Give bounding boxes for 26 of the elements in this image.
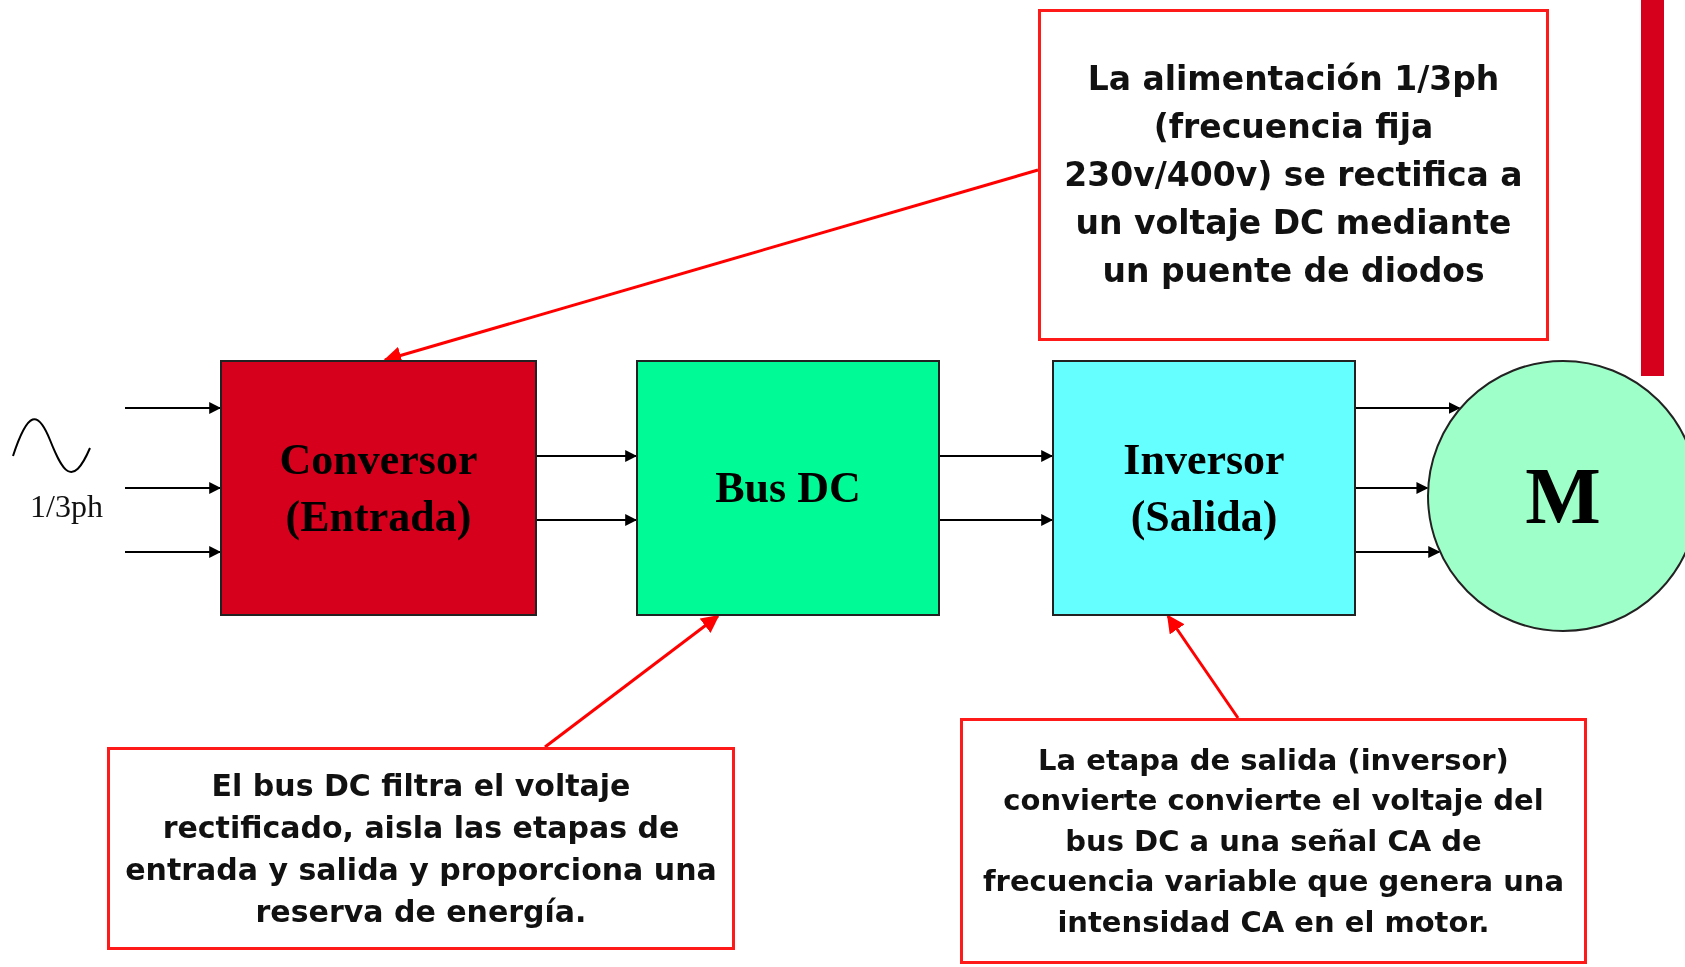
leader-line [1166,614,1240,719]
arrow [939,514,1054,526]
inverter-block [1052,360,1356,616]
arrow [536,450,638,462]
arrow [124,482,222,494]
block-label: M [1525,451,1601,542]
arrow [124,546,222,558]
arrow [1355,546,1441,558]
block-label: Bus DC [715,462,861,515]
input-label: 1/3ph [30,488,103,525]
callout-text: La alimentación 1/3ph (frecuencia fija 230v/400v) se rectifica a un voltaje DC mediante un puente de diodos [1063,58,1524,292]
converter-block [220,360,537,616]
arrow [536,514,638,526]
callout-box [107,747,735,950]
callout-text: La etapa de salida (inversor) convierte convierte el voltaje del bus DC a una señal CA de frecuencia variable que genera una intensidad CA en el motor. [982,741,1565,941]
arrow [1355,402,1461,414]
callout-box [1038,9,1549,341]
arrow [1355,482,1429,494]
callout-text: El bus DC filtra el voltaje rectificado, aisla las etapas de entrada y salida y proporciona una reserva de energía. [124,766,718,931]
dc-bus-block [636,360,940,616]
leader-line [544,614,720,749]
block-label: Conversor (Entrada) [278,433,479,543]
block-label: Inversor (Salida) [1122,433,1286,543]
arrow [124,402,222,414]
callout-box [960,718,1587,964]
arrow [939,450,1054,462]
